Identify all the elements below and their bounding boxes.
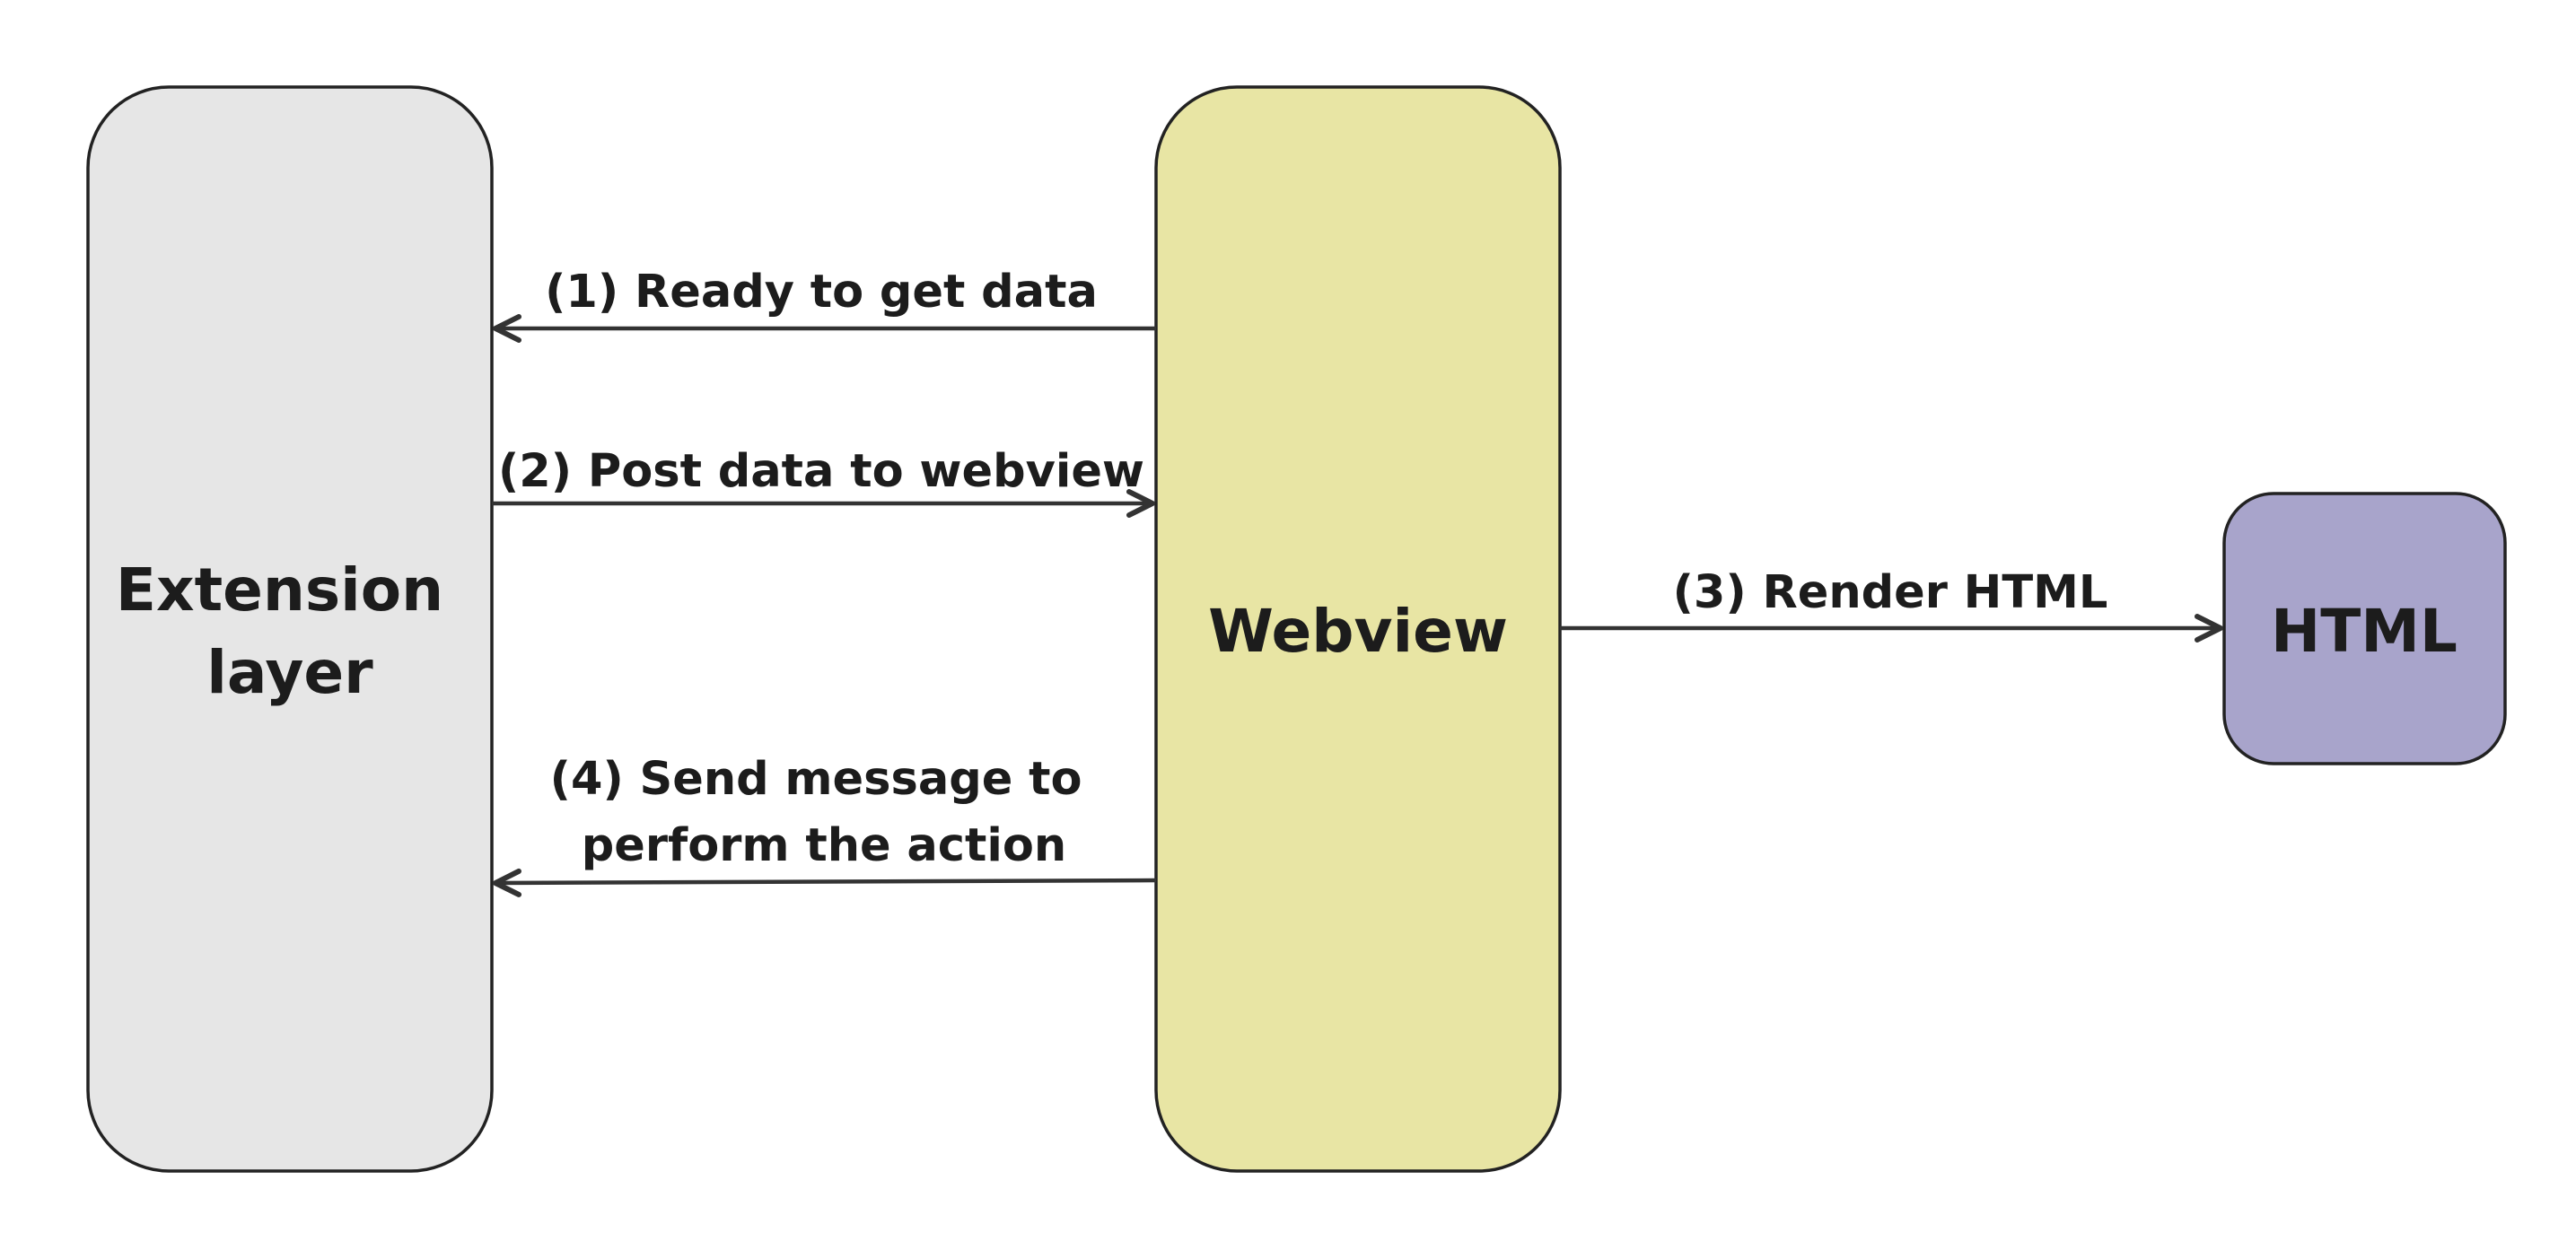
extension-layer-label-line-2: layer xyxy=(206,638,373,707)
edge-2-label: (2) Post data to webview xyxy=(498,445,1144,498)
edge-4-label-line-2: perform the action xyxy=(582,819,1066,872)
svg-text:(1) Ready to get data: (1) Ready to get data xyxy=(545,266,1098,319)
svg-text:(2) Post data to webview: (2) Post data to webview xyxy=(498,445,1144,498)
edge-post-data-to-webview: (2) Post data to webview xyxy=(492,445,1155,518)
extension-layer-box xyxy=(86,85,494,1173)
extension-layer-node: Extension layer xyxy=(86,85,494,1173)
edge-4-arrow xyxy=(493,868,1157,897)
html-label: HTML xyxy=(2271,597,2458,666)
html-box xyxy=(2222,492,2507,765)
edge-ready-to-get-data: (1) Ready to get data xyxy=(493,266,1156,343)
webview-label: Webview xyxy=(1208,597,1508,666)
svg-text:Extension layer: Extension layer xyxy=(116,555,464,707)
edge-4-label-line-1: (4) Send message to xyxy=(550,753,1082,806)
edge-send-message: (4) Send message to perform the action xyxy=(493,753,1157,897)
svg-text:(4) Send message to perf: (4) Send message to perform the action xyxy=(550,753,1099,872)
edge-1-label: (1) Ready to get data xyxy=(545,266,1098,319)
webview-node: Webview xyxy=(1154,85,1562,1173)
svg-text:(3) Render HTML: (3) Render HTML xyxy=(1673,566,2108,619)
extension-layer-label-line-1: Extension xyxy=(116,555,443,625)
html-node: HTML xyxy=(2222,492,2507,765)
edge-3-label: (3) Render HTML xyxy=(1673,566,2108,619)
edge-render-html: (3) Render HTML xyxy=(1560,566,2223,642)
